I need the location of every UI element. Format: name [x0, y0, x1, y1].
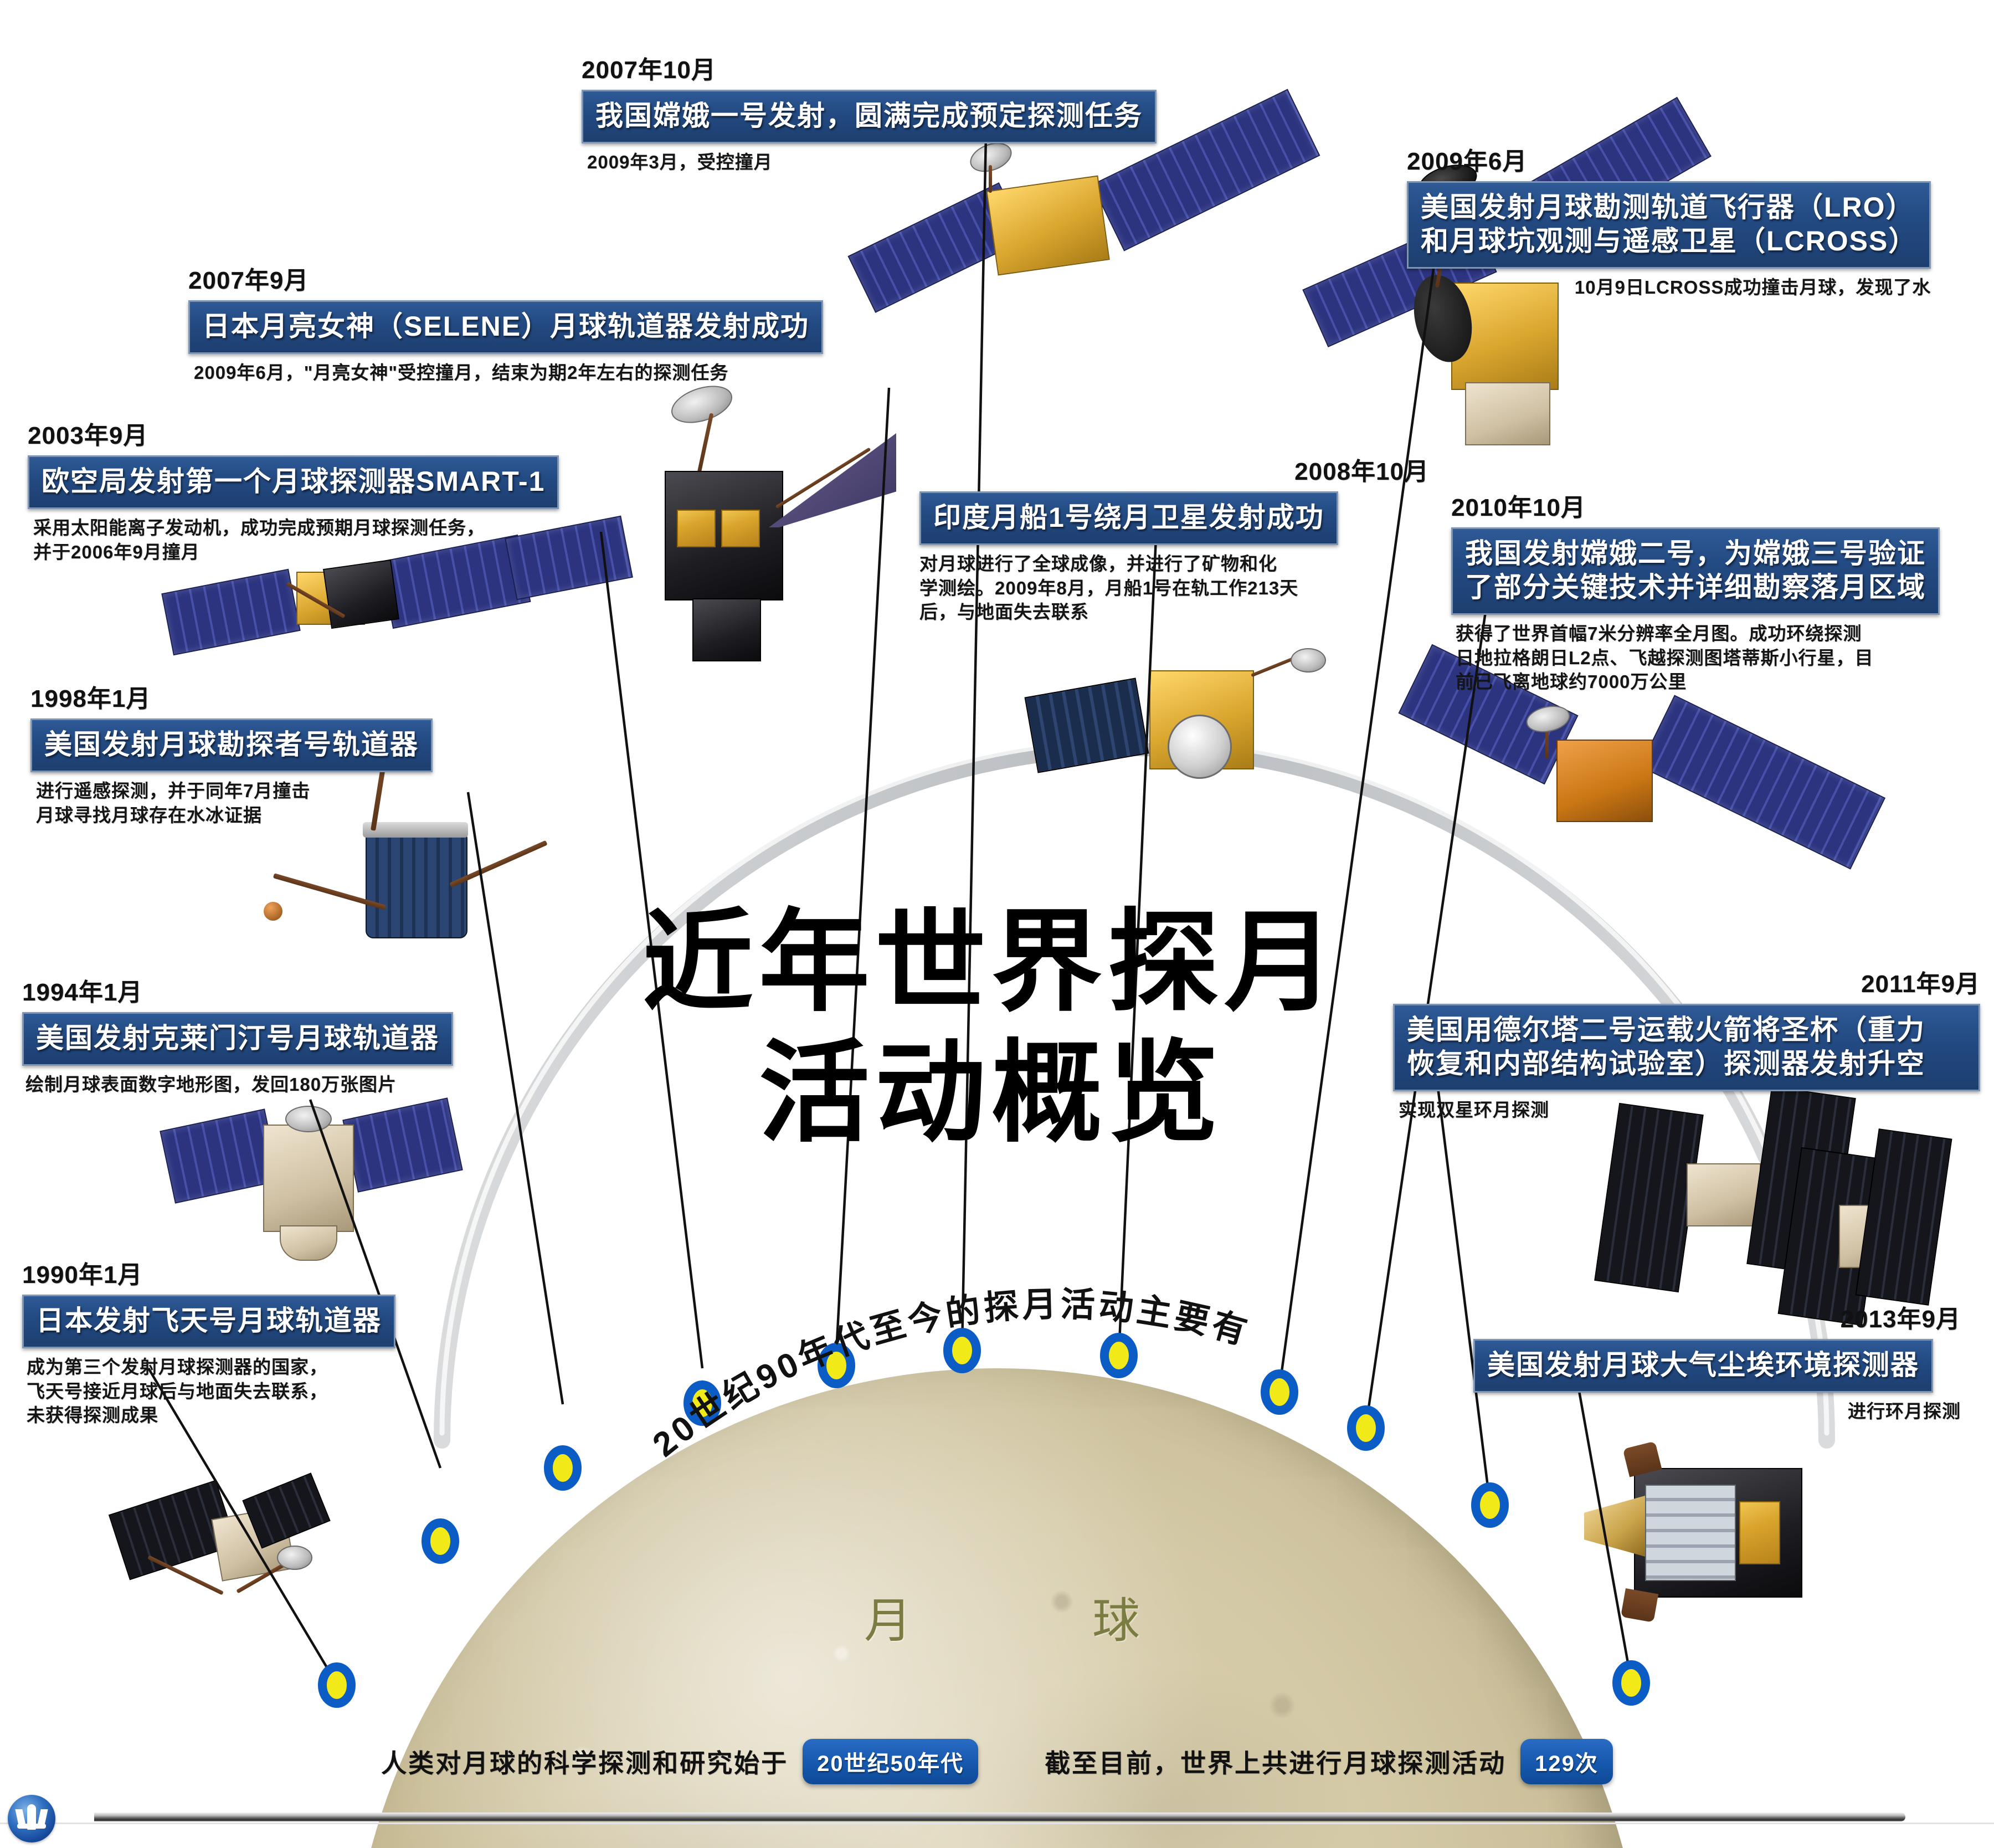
- event-headline: 我国发射嫦娥二号，为嫦娥三号验证 了部分关键技术并详细勘察落月区域: [1451, 527, 1940, 615]
- event-date: 2009年6月: [1407, 148, 1528, 175]
- footer-divider: [0, 1823, 1994, 1824]
- event-date: 2013年9月: [1840, 1306, 1961, 1333]
- moon-label: 月 球: [864, 1594, 1206, 1647]
- summary-left-pill: 20世纪50年代: [803, 1739, 979, 1784]
- event-subtext: 2009年6月，"月亮女神"受控撞月，结束为期2年左右的探测任务: [194, 362, 729, 383]
- event-card-2010-change2: 2010年10月 我国发射嫦娥二号，为嫦娥三号验证 了部分关键技术并详细勘察落月…: [1451, 487, 1940, 694]
- timeline-dot: [683, 1380, 721, 1426]
- timeline-dot: [1347, 1405, 1385, 1451]
- event-subtext: 采用太阳能离子发动机，成功完成预期月球探测任务， 并于2006年9月撞月: [33, 517, 485, 562]
- logo-wing-right: [37, 1809, 48, 1828]
- publisher-logo-icon: [8, 1795, 55, 1842]
- event-subtext: 实现双星环月探测: [1399, 1100, 1549, 1120]
- timeline-dot: [1100, 1333, 1138, 1378]
- event-card-1998-lunar-prospector: 1998年1月 美国发射月球勘探者号轨道器 进行遥感探测，并于同年7月撞击 月球…: [30, 679, 433, 827]
- summary-left-text: 人类对月球的科学探测和研究始于: [381, 1749, 789, 1778]
- event-card-2008-chandrayaan1: 2008年10月 印度月船1号绕月卫星发射成功 对月球进行了全球成像，并进行了矿…: [919, 451, 1429, 624]
- event-headline: 我国嫦娥一号发射，圆满完成预定探测任务: [582, 90, 1157, 143]
- timeline-dot: [544, 1445, 582, 1491]
- spacecraft-ladee: [1573, 1435, 1850, 1645]
- spacecraft-chandrayaan-1: [1024, 648, 1340, 836]
- timeline-dot: [943, 1328, 981, 1373]
- title-line-2: 活动概览: [758, 1031, 1224, 1155]
- event-date: 2007年10月: [582, 57, 716, 84]
- footer-pen-graphic: [94, 1813, 1905, 1821]
- event-headline: 日本发射飞天号月球轨道器: [22, 1295, 395, 1348]
- event-date: 2011年9月: [1861, 971, 1980, 998]
- event-headline: 欧空局发射第一个月球探测器SMART-1: [28, 455, 559, 509]
- event-card-2007-change1: 2007年10月 我国嫦娥一号发射，圆满完成预定探测任务 2009年3月，受控撞…: [582, 50, 1157, 174]
- event-card-2013-ladee: 2013年9月 美国发射月球大气尘埃环境探测器 进行环月探测: [1473, 1299, 1961, 1424]
- event-subtext: 进行遥感探测，并于同年7月撞击 月球寻找月球存在水冰证据: [36, 781, 311, 825]
- spacecraft-lunar-prospector: [264, 753, 548, 986]
- bottom-summary-banner: 人类对月球的科学探测和研究始于 20世纪50年代 截至目前，世界上共进行月球探测…: [0, 1728, 1994, 1795]
- timeline-dot: [1261, 1369, 1298, 1415]
- timeline-dot: [818, 1343, 855, 1388]
- event-subtext: 绘制月球表面数字地形图，发回180万张图片: [25, 1074, 397, 1095]
- event-date: 1998年1月: [30, 685, 151, 712]
- event-subtext: 对月球进行了全球成像，并进行了矿物和化 学测绘。2009年8月，月船1号在轨工作…: [919, 553, 1299, 623]
- event-subtext: 进行环月探测: [1848, 1401, 1961, 1421]
- timeline-dot: [318, 1662, 356, 1708]
- timeline-dot: [422, 1518, 459, 1564]
- logo-wing-left: [15, 1809, 27, 1828]
- event-card-2011-grail: 2011年9月 美国用德尔塔二号运载火箭将圣杯（重力 恢复和内部结构试验室）探测…: [1393, 964, 1980, 1122]
- spacecraft-change-1: [847, 89, 1320, 327]
- event-headline: 美国发射克莱门汀号月球轨道器: [22, 1012, 453, 1066]
- page-title: 近年世界探月 活动概览: [620, 897, 1363, 1159]
- spacecraft-hiten-orbiter: [108, 1462, 343, 1640]
- spacecraft-selene-kaguya: [637, 378, 925, 704]
- event-headline: 美国发射月球大气尘埃环境探测器: [1473, 1339, 1933, 1393]
- event-date: 2003年9月: [28, 422, 148, 449]
- event-date: 1990年1月: [22, 1261, 143, 1289]
- event-date: 2010年10月: [1451, 494, 1586, 521]
- timeline-dot: [1612, 1660, 1650, 1706]
- event-date: 1994年1月: [22, 979, 143, 1006]
- title-line-1: 近年世界探月: [642, 901, 1340, 1024]
- event-headline: 印度月船1号绕月卫星发射成功: [919, 491, 1338, 545]
- event-subtext: 10月9日LCROSS成功撞击月球，发现了水: [1574, 277, 1931, 297]
- event-subtext: 获得了世界首幅7米分辨率全月图。成功环绕探测 日地拉格朗日L2点、飞越探测图塔蒂…: [1456, 623, 1874, 692]
- event-subtext: 成为第三个发射月球探测器的国家， 飞天号接近月球后与地面失去联系， 未获得探测成…: [27, 1357, 328, 1426]
- spacecraft-grail-twins: [1594, 1086, 1952, 1385]
- event-headline: 美国发射月球勘测轨道飞行器（LRO） 和月球坑观测与遥感卫星（LCROSS）: [1407, 181, 1931, 269]
- event-date: 2008年10月: [1294, 458, 1429, 485]
- event-card-2007-selene: 2007年9月 日本月亮女神（SELENE）月球轨道器发射成功 2009年6月，…: [188, 260, 824, 385]
- spacecraft-smart-1: [161, 515, 633, 692]
- event-headline: 美国用德尔塔二号运载火箭将圣杯（重力 恢复和内部结构试验室）探测器发射升空: [1393, 1004, 1980, 1091]
- event-headline: 日本月亮女神（SELENE）月球轨道器发射成功: [188, 300, 824, 354]
- event-card-2003-smart1: 2003年9月 欧空局发射第一个月球探测器SMART-1 采用太阳能离子发动机，…: [28, 415, 559, 564]
- summary-left: 人类对月球的科学探测和研究始于 20世纪50年代: [381, 1739, 979, 1784]
- spacecraft-lro-lcross: [1302, 96, 1712, 465]
- event-date: 2007年9月: [188, 267, 309, 294]
- event-headline: 美国发射月球勘探者号轨道器: [30, 718, 433, 772]
- event-card-2009-lro-lcross: 2009年6月 美国发射月球勘测轨道飞行器（LRO） 和月球坑观测与遥感卫星（L…: [1407, 141, 1931, 300]
- timeline-dot: [1471, 1482, 1509, 1528]
- event-card-1990-hiten: 1990年1月 日本发射飞天号月球轨道器 成为第三个发射月球探测器的国家， 飞天…: [22, 1255, 395, 1428]
- summary-right-text: 截至目前，世界上共进行月球探测活动: [1045, 1749, 1507, 1778]
- summary-right: 截至目前，世界上共进行月球探测活动 129次: [1045, 1739, 1613, 1784]
- spacecraft-change-2: [1398, 644, 1894, 908]
- event-card-1994-clementine: 1994年1月 美国发射克莱门汀号月球轨道器 绘制月球表面数字地形图，发回180…: [22, 972, 453, 1097]
- event-subtext: 2009年3月，受控撞月: [587, 152, 773, 172]
- summary-right-pill: 129次: [1520, 1739, 1613, 1784]
